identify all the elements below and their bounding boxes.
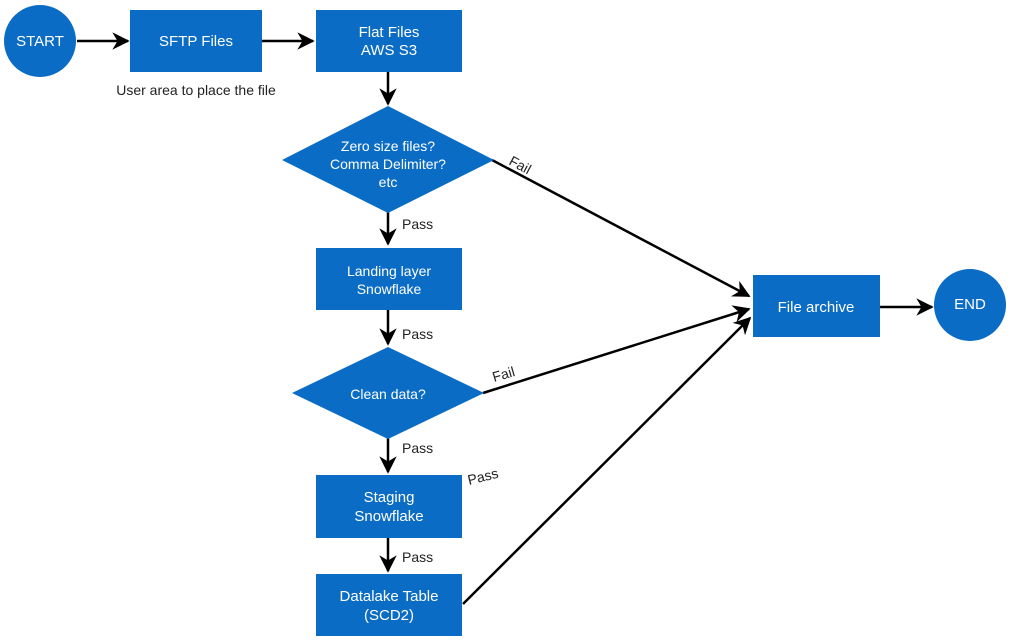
sftp-note: User area to place the file: [116, 82, 276, 98]
staging-pass-datalake-label: Pass: [402, 549, 433, 565]
check-files-line2: Comma Delimiter?: [330, 156, 446, 172]
staging-pass-archive-label: Pass: [466, 465, 500, 488]
edges: [77, 32, 934, 605]
clean-fail-label: Fail: [490, 363, 516, 385]
check-files-decision: Zero size files? Comma Delimiter? etc: [282, 106, 494, 213]
check-files-line1: Zero size files?: [341, 138, 435, 154]
flat-files-line2: AWS S3: [361, 42, 417, 59]
staging-node: Staging Snowflake: [316, 475, 462, 538]
landing-line2: Snowflake: [357, 281, 422, 297]
clean-pass-label: Pass: [402, 440, 433, 456]
flat-files-node: Flat Files AWS S3: [316, 10, 462, 72]
start-label: START: [16, 33, 64, 50]
sftp-files-node: SFTP Files: [130, 10, 262, 72]
end-node: END: [934, 269, 1006, 341]
datalake-node: Datalake Table (SCD2): [316, 574, 462, 636]
clean-data-decision: Clean data?: [292, 347, 484, 439]
check-fail-label: Fail: [507, 153, 534, 178]
datalake-line2: (SCD2): [364, 607, 414, 624]
file-archive-node: File archive: [753, 275, 880, 337]
file-archive-label: File archive: [778, 299, 855, 316]
landing-pass-label: Pass: [402, 326, 433, 342]
datalake-line1: Datalake Table: [340, 588, 439, 605]
end-label: END: [954, 296, 986, 313]
check-pass-label: Pass: [402, 216, 433, 232]
sftp-files-label: SFTP Files: [159, 33, 233, 50]
staging-line2: Snowflake: [354, 508, 423, 525]
check-files-line3: etc: [379, 174, 398, 190]
flat-files-line1: Flat Files: [359, 24, 420, 41]
edge-clean-fail-to-archive: [482, 305, 751, 395]
edge-check-fail-to-archive: [491, 158, 751, 298]
clean-data-label: Clean data?: [350, 386, 426, 402]
staging-line1: Staging: [364, 489, 415, 506]
edge-datalake-to-archive: [462, 316, 752, 605]
start-node: START: [4, 5, 76, 77]
landing-layer-node: Landing layer Snowflake: [316, 248, 462, 310]
landing-line1: Landing layer: [347, 263, 431, 279]
